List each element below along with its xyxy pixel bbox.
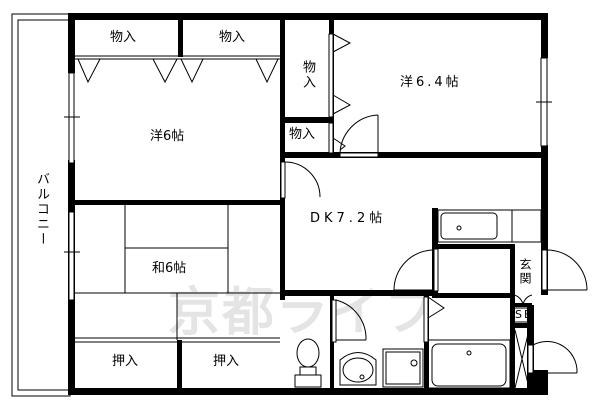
tatami-lines [75,205,280,343]
bathtub [427,339,511,389]
closet-vertical-label: 物入 [300,60,315,90]
oshiire-left-label: 押入 [112,354,139,369]
window-right [536,57,552,147]
closet-doors-vertical [328,33,352,154]
japanese-room-label: 和6帖 [152,261,187,276]
oshiire-right-label: 押入 [213,354,240,369]
closet-top-left-label: 物入 [110,30,137,45]
kitchen-counter [437,209,542,243]
dining-kitchen-label: DK7.2帖 [310,211,387,226]
closet-top-mid-label: 物入 [219,30,246,45]
window-left-lower [64,211,80,301]
shoe-box-label: SB [515,308,534,321]
closet-doors-top [75,55,280,84]
washbasin [339,348,424,388]
doors [280,114,588,374]
western-room-2-label: 洋6.4帖 [400,75,462,90]
toilet [294,338,322,388]
closet-small-label: 物入 [289,127,316,142]
window-left-upper [64,72,80,164]
entrance-label: 玄関 [518,258,532,286]
entrance-area [513,294,533,389]
western-room-1-label: 洋6帖 [150,129,185,144]
balcony-label: バルコニー [34,172,49,247]
